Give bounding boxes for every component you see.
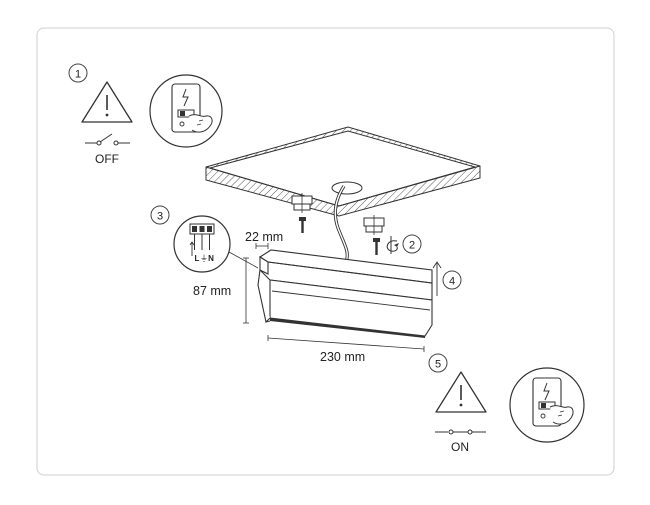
switch-off-icon (85, 133, 130, 146)
switch-off-label: OFF (95, 152, 119, 166)
warning-triangle-icon (435, 371, 487, 413)
hand-switch-icon (149, 74, 223, 148)
step-2-badge (402, 234, 422, 254)
dimension-height-label: 87 mm (193, 284, 231, 298)
step-1-number: 1 (75, 69, 81, 81)
screw-icon (299, 217, 306, 233)
step-1-group: 1 OFF (68, 63, 223, 166)
switch-on-icon (435, 429, 486, 435)
wall-plug-icon (291, 193, 313, 213)
light-fixture (257, 249, 433, 338)
wall-plug-icon (363, 215, 385, 235)
rotate-icon (386, 236, 399, 254)
hand-switch-icon (509, 367, 585, 443)
step-5-number: 5 (435, 359, 441, 371)
terminal-earth-label: ⏚ (200, 254, 208, 263)
dimension-depth-label: 22 mm (245, 230, 283, 244)
push-up-arrow-icon (432, 261, 442, 296)
ceiling-cable-hole (331, 181, 363, 195)
step-5-group: 5 ON (428, 353, 585, 454)
warning-triangle-icon (81, 81, 133, 123)
step-3-number: 3 (157, 211, 163, 223)
dimension-width-label: 230 mm (320, 350, 365, 364)
step-4-number: 4 (449, 276, 455, 288)
dimension-depth (255, 243, 269, 249)
step-4-badge (442, 270, 462, 290)
dimension-height (243, 257, 249, 324)
dimension-width (267, 335, 425, 352)
step-5-badge (428, 353, 448, 373)
step-3-badge (150, 205, 170, 225)
terminal-neutral-label: N (208, 254, 214, 263)
step-2-number: 2 (409, 240, 415, 252)
terminal-block-icon (173, 215, 231, 273)
terminal-live-label: L (195, 254, 200, 263)
step-1-badge (68, 63, 88, 83)
switch-on-label: ON (451, 440, 469, 454)
screw-icon (373, 238, 380, 255)
ceiling-panel (205, 126, 481, 217)
